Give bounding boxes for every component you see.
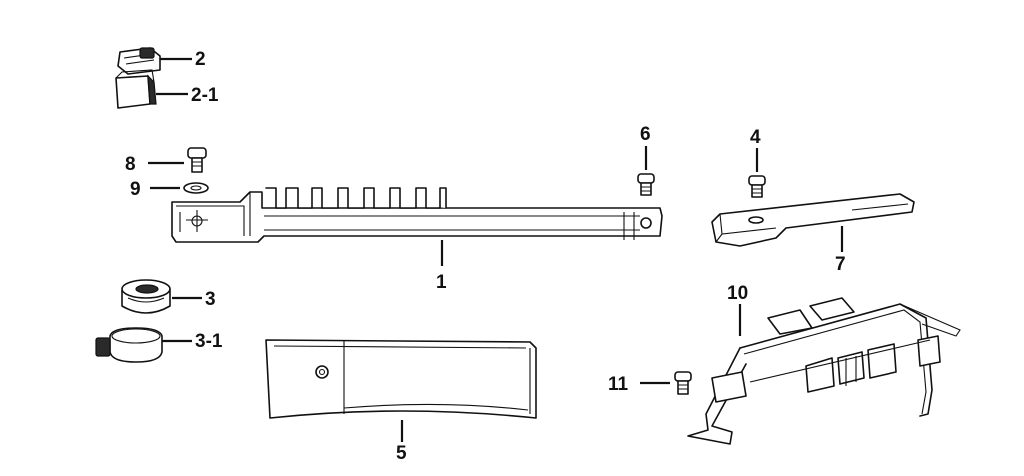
callout-3: 3 [205, 289, 216, 310]
callout-2-1: 2-1 [191, 85, 219, 106]
callout-4: 4 [750, 127, 761, 148]
part-3-1-clamp[interactable] [95, 327, 163, 363]
part-1-bracket[interactable] [171, 187, 663, 243]
callout-1: 1 [436, 272, 447, 293]
callout-2: 2 [195, 49, 206, 70]
callout-3-1: 3-1 [195, 331, 223, 352]
part-6-bolt[interactable] [637, 173, 655, 196]
callout-7: 7 [835, 254, 846, 275]
part-10-frame[interactable] [687, 297, 961, 445]
callout-10: 10 [727, 283, 748, 304]
callout-9: 9 [130, 179, 141, 200]
part-3-grommet[interactable] [121, 279, 171, 314]
part-2-cap[interactable] [117, 47, 161, 75]
part-8-bolt[interactable] [187, 147, 207, 173]
part-5-shield[interactable] [265, 339, 537, 419]
callout-11: 11 [608, 374, 629, 395]
part-2-1-block[interactable] [115, 69, 157, 109]
part-9-washer[interactable] [183, 182, 209, 194]
callout-8: 8 [125, 154, 136, 175]
callout-5: 5 [396, 443, 407, 464]
callout-6: 6 [640, 124, 651, 145]
part-4-bolt[interactable] [748, 175, 766, 198]
part-11-bolt[interactable] [674, 371, 692, 395]
part-7-cover[interactable] [711, 193, 915, 247]
